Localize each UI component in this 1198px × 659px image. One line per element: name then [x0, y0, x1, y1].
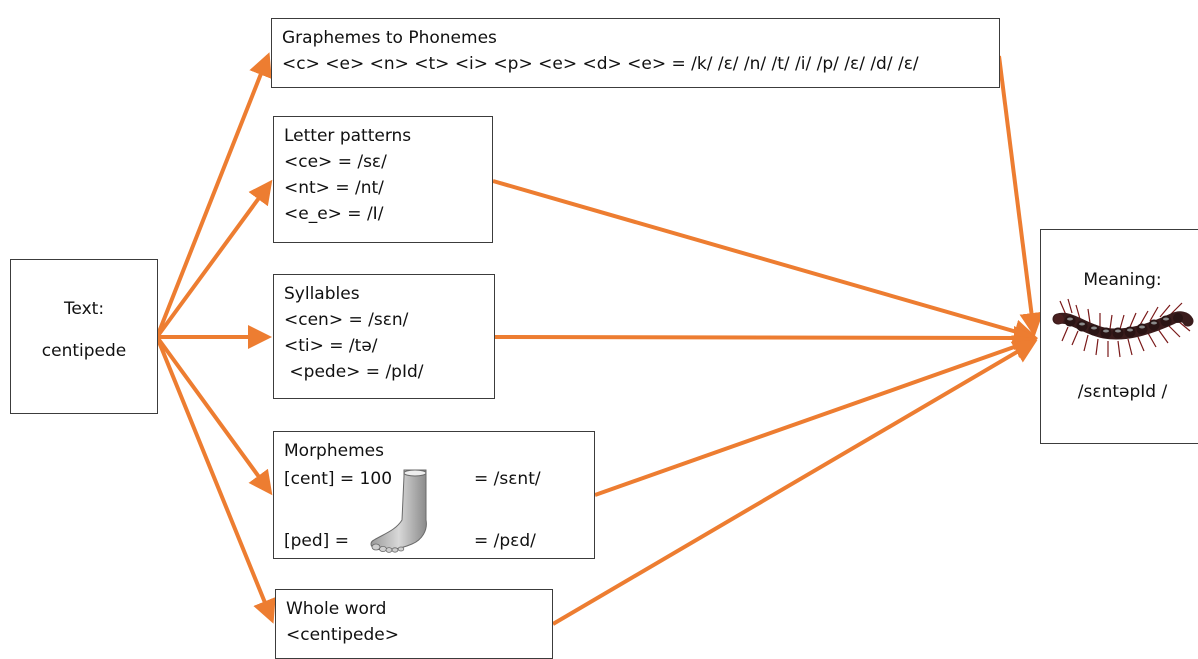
text-label: Text: — [63, 299, 105, 319]
arrow-graphemes-to-meaning — [997, 55, 1044, 337]
graphemes-box: Graphemes to Phonemes <c> <e> <n> <t> <i… — [271, 18, 1000, 88]
letter-pattern-item: <nt> = /nt/ — [284, 178, 384, 198]
arrow-letter-patterns-to-meaning — [492, 179, 1038, 343]
letter-patterns-title: Letter patterns — [284, 126, 412, 146]
arrow-text-to-morphemes — [155, 335, 273, 496]
syllable-item: <ti> = /tə/ — [284, 336, 378, 356]
whole-word-title: Whole word — [286, 599, 387, 619]
syllables-title: Syllables — [284, 284, 360, 304]
arrow-whole-word-to-meaning — [551, 339, 1038, 626]
syllable-item: <cen> = /sɛn/ — [284, 310, 409, 330]
morpheme-cent-phonemes: = /sɛnt/ — [474, 469, 541, 489]
arrow-syllables-to-meaning — [494, 325, 1038, 350]
syllable-item: <pede> = /pId/ — [284, 362, 424, 382]
meaning-box: Meaning: — [1040, 229, 1198, 444]
whole-word-box: Whole word <centipede> — [275, 589, 553, 659]
whole-word-text: <centipede> — [286, 625, 399, 645]
letter-pattern-item: <e_e> = /I/ — [284, 204, 384, 224]
text-word: centipede — [41, 341, 127, 361]
letter-patterns-box: Letter patterns <ce> = /sɛ/ <nt> = /nt/ … — [273, 116, 493, 243]
arrow-text-to-graphemes — [155, 52, 272, 338]
arrow-morphemes-to-meaning — [594, 335, 1038, 497]
arrow-text-to-whole-word — [155, 336, 276, 624]
graphemes-title: Graphemes to Phonemes — [282, 28, 497, 48]
morphemes-title: Morphemes — [284, 441, 384, 461]
meaning-label: Meaning: — [1083, 270, 1162, 290]
arrow-text-to-letter-patterns — [155, 179, 273, 339]
letter-pattern-item: <ce> = /sɛ/ — [284, 152, 387, 172]
graphemes-mapping: <c> <e> <n> <t> <i> <p> <e> <d> <e> = /k… — [282, 54, 919, 74]
centipede-icon — [1052, 298, 1194, 358]
foot-icon — [370, 469, 427, 553]
syllables-box: Syllables <cen> = /sɛn/ <ti> = /tə/ <ped… — [273, 274, 495, 399]
meaning-pronunciation: /sɛntəpId / — [1077, 382, 1168, 402]
morphemes-box: Morphemes [cent] = 100 = /sɛnt/ [ped] = … — [273, 431, 595, 559]
text-box: Text: centipede — [10, 259, 158, 414]
morpheme-ped: [ped] = — [284, 531, 349, 551]
morpheme-cent: [cent] = 100 — [284, 469, 393, 489]
morpheme-ped-phonemes: = /pɛd/ — [474, 531, 536, 551]
